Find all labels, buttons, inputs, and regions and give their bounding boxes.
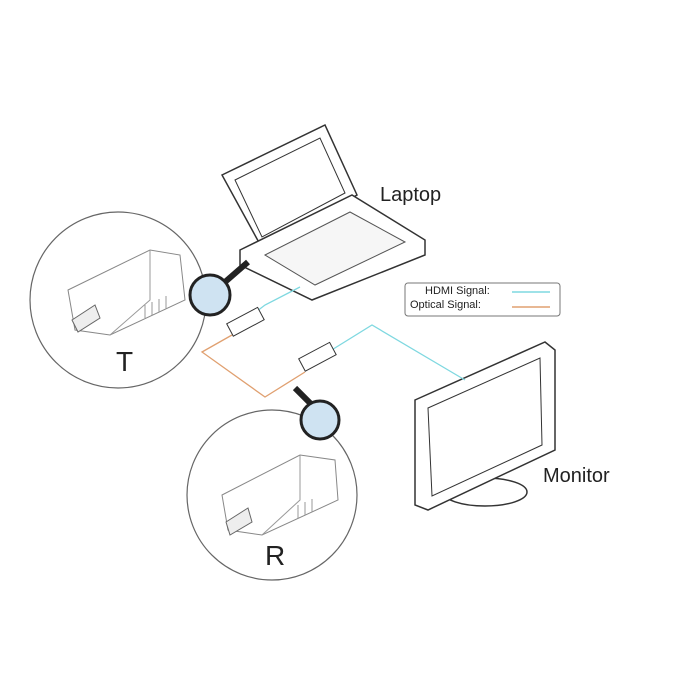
hdmi-signal-line xyxy=(321,324,466,381)
legend xyxy=(404,282,561,317)
transmitter-device xyxy=(226,306,265,337)
receiver-closeup xyxy=(186,409,358,581)
magnifier-icon xyxy=(292,385,341,441)
monitor xyxy=(414,341,556,511)
receiver-device xyxy=(298,341,337,372)
laptop xyxy=(220,123,426,301)
transmitter-label: T xyxy=(116,346,134,377)
magnifier-icon xyxy=(188,259,250,317)
monitor-label: Monitor xyxy=(543,465,610,487)
transmitter-closeup xyxy=(29,211,207,389)
receiver-label: R xyxy=(265,540,286,571)
legend-hdmi-label: HDMI Signal: xyxy=(425,285,490,297)
legend-optical-label: Optical Signal: xyxy=(410,299,481,311)
laptop-label: Laptop xyxy=(380,184,442,206)
optical-signal-line xyxy=(200,334,306,398)
